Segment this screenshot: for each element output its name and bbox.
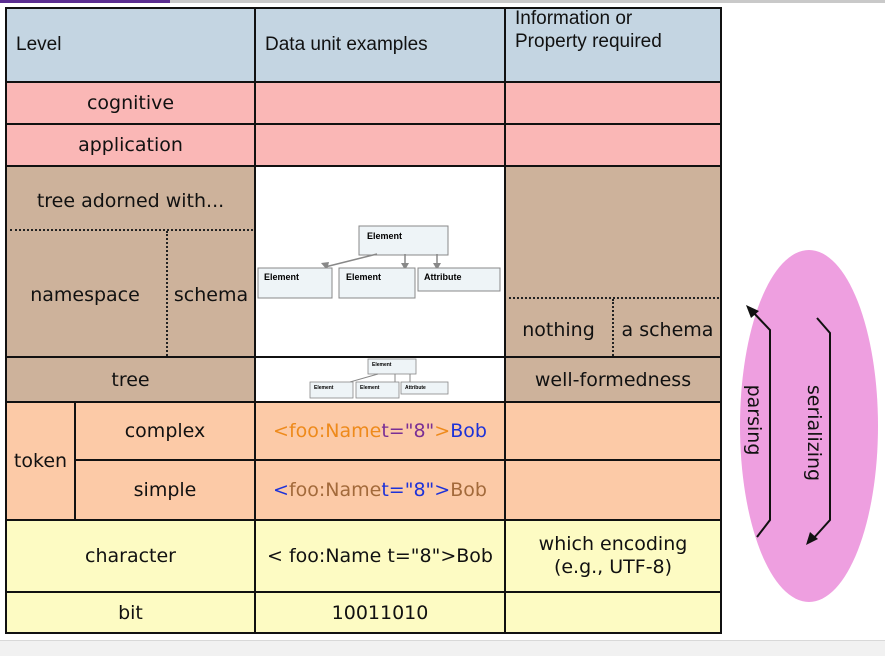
simple-info-cell (505, 460, 721, 520)
header-information-required: Information or Property required (505, 8, 721, 82)
info-a-schema: a schema (621, 319, 714, 341)
small-tree-child2-node (355, 381, 400, 399)
grid-token-divider (74, 402, 76, 520)
header-info-line1: Information or (515, 8, 633, 29)
complex-token-example: <foo:Name t="8">Bob (255, 402, 505, 460)
adorned-tree-diagram: Element Element Element Attribute (257, 225, 501, 299)
small-tree-attribute-label: Attribute (405, 385, 426, 391)
tree-adorned-level-cell (6, 166, 255, 357)
complex-lt: < (273, 420, 289, 442)
grid-row-1 (5, 81, 722, 83)
grid-row-8 (5, 591, 722, 593)
tree-adorned-example-cell: Element Element Element Attribute (255, 166, 505, 357)
complex-gt: > (434, 420, 451, 442)
grid-row-2 (5, 123, 722, 125)
tree-attribute-node (417, 267, 501, 292)
small-tree-child1-node (309, 381, 354, 399)
simple-gt: > (434, 479, 451, 501)
level-token-complex: complex (75, 402, 255, 460)
grid-col-1 (254, 7, 256, 634)
tree-example-cell: Element Element Element Attribute (255, 357, 505, 402)
info-nothing: nothing (522, 319, 595, 341)
grid-bottom (5, 632, 722, 634)
grid-top (5, 7, 722, 9)
tree-edge-1 (324, 253, 378, 268)
simple-lt: < (273, 479, 289, 501)
which-encoding-line1: which encoding (538, 533, 688, 556)
top-bar-accent (0, 0, 170, 3)
adorned-dotted-divider (10, 229, 253, 231)
grid-col-2 (504, 7, 506, 634)
small-tree-child2-label: Element (360, 385, 380, 391)
tree-diagram-small: Element Element Element Attribute (309, 358, 449, 399)
cognitive-info-cell (505, 82, 721, 124)
complex-info-cell (505, 402, 721, 460)
grid-row-4 (5, 356, 722, 358)
simple-text: Bob (450, 479, 487, 501)
tree-child1-node (257, 267, 333, 299)
simple-token-example: <foo:Name t="8">Bob (255, 460, 505, 520)
tree-arrowhead-3 (433, 263, 441, 270)
level-tree: tree (6, 357, 255, 402)
complex-element-name: foo:Name (288, 420, 382, 442)
grid-row-6 (75, 459, 722, 461)
bottom-bar (0, 640, 885, 656)
tree-attribute-label: Attribute (424, 272, 462, 282)
tree-root-node (358, 225, 449, 256)
header-level: Level (6, 8, 255, 82)
simple-element-name: foo:Name (288, 479, 382, 501)
nothing-schema-dotted-divider (612, 299, 614, 356)
level-token: token (6, 402, 75, 520)
bit-info-cell (505, 592, 721, 633)
grid-row-5 (5, 401, 722, 403)
tree-child2-label: Element (346, 272, 381, 282)
application-example-cell (255, 124, 505, 166)
bit-example: 10011010 (255, 592, 505, 633)
grid-row-7 (5, 519, 722, 521)
small-tree-attribute-node (400, 381, 449, 395)
tree-root-label: Element (367, 231, 402, 241)
application-info-cell (505, 124, 721, 166)
level-bit: bit (6, 592, 255, 633)
small-tree-edge-1 (349, 373, 379, 383)
serializing-label: serializing (803, 384, 825, 482)
grid-left (5, 7, 7, 634)
cognitive-example-cell (255, 82, 505, 124)
tree-arrowhead-2 (401, 263, 409, 270)
level-namespace: namespace (30, 284, 140, 306)
tree-child1-label: Element (264, 272, 299, 282)
level-application: application (6, 124, 255, 166)
simple-attribute: t="8" (381, 479, 435, 501)
grid-right (720, 7, 722, 634)
top-bar (0, 0, 885, 3)
info-well-formedness: well-formedness (505, 357, 721, 402)
level-tree-adorned: tree adorned with... (36, 190, 225, 212)
complex-attribute: t="8" (381, 420, 435, 442)
grid-row-3 (5, 165, 722, 167)
complex-text: Bob (450, 420, 487, 442)
level-cognitive: cognitive (6, 82, 255, 124)
header-info-line2: Property required (515, 30, 662, 52)
info-which-encoding: which encoding (e.g., UTF-8) (505, 520, 721, 592)
small-tree-child1-label: Element (314, 385, 334, 391)
level-schema: schema (173, 284, 249, 306)
level-character: character (6, 520, 255, 592)
which-encoding-line2: (e.g., UTF-8) (553, 556, 673, 578)
character-example: < foo:Name t="8">Bob (255, 520, 505, 592)
info-dotted-divider (509, 297, 719, 299)
small-tree-root-node (367, 358, 417, 375)
tree-child2-node (338, 267, 416, 299)
level-token-simple: simple (75, 460, 255, 520)
parsing-label: parsing (743, 384, 765, 456)
namespace-schema-dotted-divider (166, 231, 168, 356)
header-data-unit-examples: Data unit examples (255, 8, 505, 82)
small-tree-root-label: Element (372, 362, 392, 368)
